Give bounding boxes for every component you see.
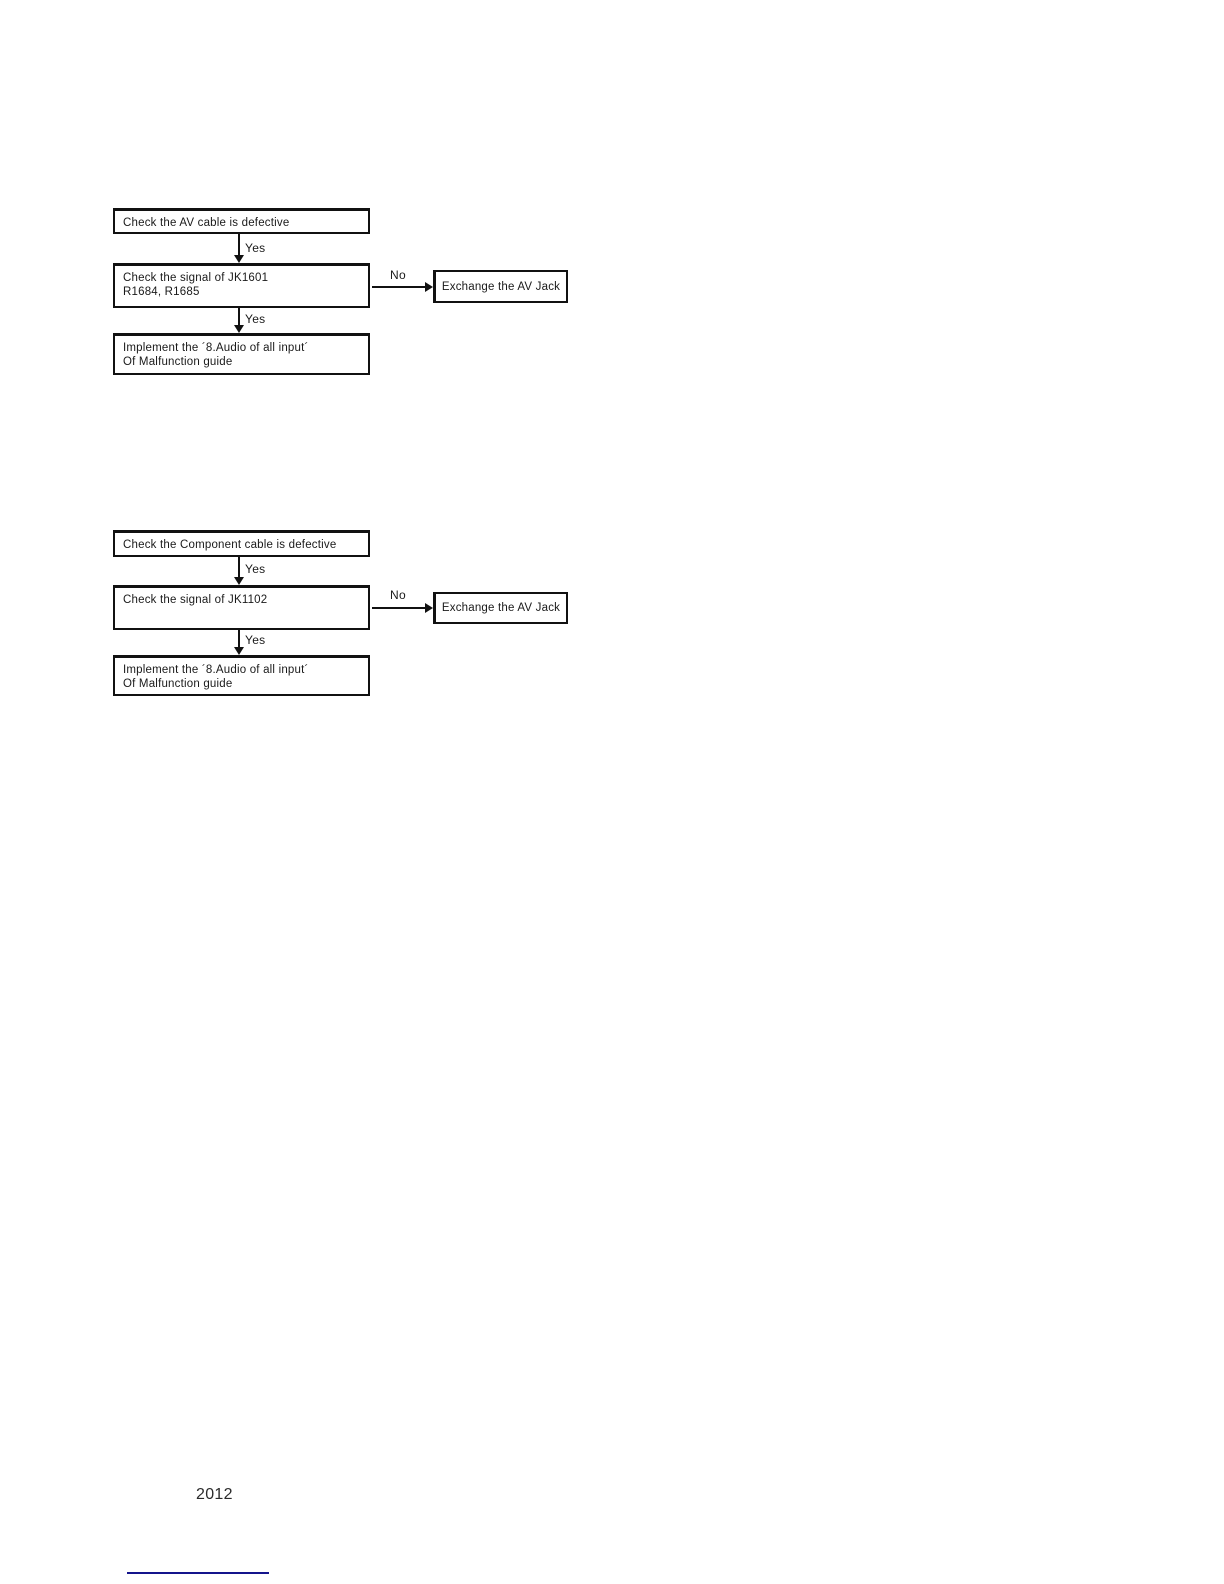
flow-step-check-signal-jk1601: Check the signal of JK1601 R1684, R1685 [113, 263, 370, 308]
flow-step-text: Exchange the AV Jack [441, 602, 561, 614]
arrow-down-icon [234, 647, 244, 655]
connector-line-right [372, 607, 425, 609]
arrow-right-icon [425, 603, 433, 613]
connector-line-down [238, 308, 240, 326]
connector-line-right [372, 286, 425, 288]
branch-label-no: No [390, 588, 406, 602]
flow-step-check-component-cable: Check the Component cable is defective [113, 530, 370, 557]
branch-label-yes: Yes [245, 312, 266, 326]
arrow-down-icon [234, 255, 244, 263]
flow-step-check-av-cable: Check the AV cable is defective [113, 208, 370, 234]
branch-label-yes: Yes [245, 241, 266, 255]
branch-label-yes: Yes [245, 562, 266, 576]
branch-label-no: No [390, 268, 406, 282]
flow-step-implement-malfunction-guide: Implement the ´8.Audio of all input´ Of … [113, 333, 370, 375]
flow-step-text-line2: R1684, R1685 [123, 286, 200, 298]
flow-step-text-line1: Check the signal of JK1102 [123, 594, 268, 606]
flow-step-text: Check the AV cable is defective [123, 217, 290, 229]
flow-step-exchange-av-jack: Exchange the AV Jack [433, 270, 568, 303]
flow-step-check-signal-jk1102: Check the signal of JK1102 [113, 585, 370, 630]
arrow-down-icon [234, 577, 244, 585]
connector-line-down [238, 234, 240, 255]
arrow-right-icon [425, 282, 433, 292]
connector-line-down [238, 630, 240, 647]
flow-step-text-line1: Check the signal of JK1601 [123, 272, 269, 284]
arrow-down-icon [234, 325, 244, 333]
footer-year: 2012 [196, 1486, 233, 1503]
footer-rule [127, 1572, 269, 1574]
flow-step-text: Check the Component cable is defective [123, 539, 337, 551]
flow-step-text-line1: Implement the ´8.Audio of all input´ [123, 342, 309, 354]
connector-line-down [238, 557, 240, 577]
branch-label-yes: Yes [245, 633, 266, 647]
flow-step-implement-malfunction-guide: Implement the ´8.Audio of all input´ Of … [113, 655, 370, 696]
flow-step-text: Exchange the AV Jack [441, 280, 561, 293]
flow-step-text-line2: Of Malfunction guide [123, 356, 233, 368]
flow-step-text-line2: Of Malfunction guide [123, 678, 233, 690]
flow-step-text-line1: Implement the ´8.Audio of all input´ [123, 664, 309, 676]
flow-step-exchange-av-jack: Exchange the AV Jack [433, 592, 568, 624]
